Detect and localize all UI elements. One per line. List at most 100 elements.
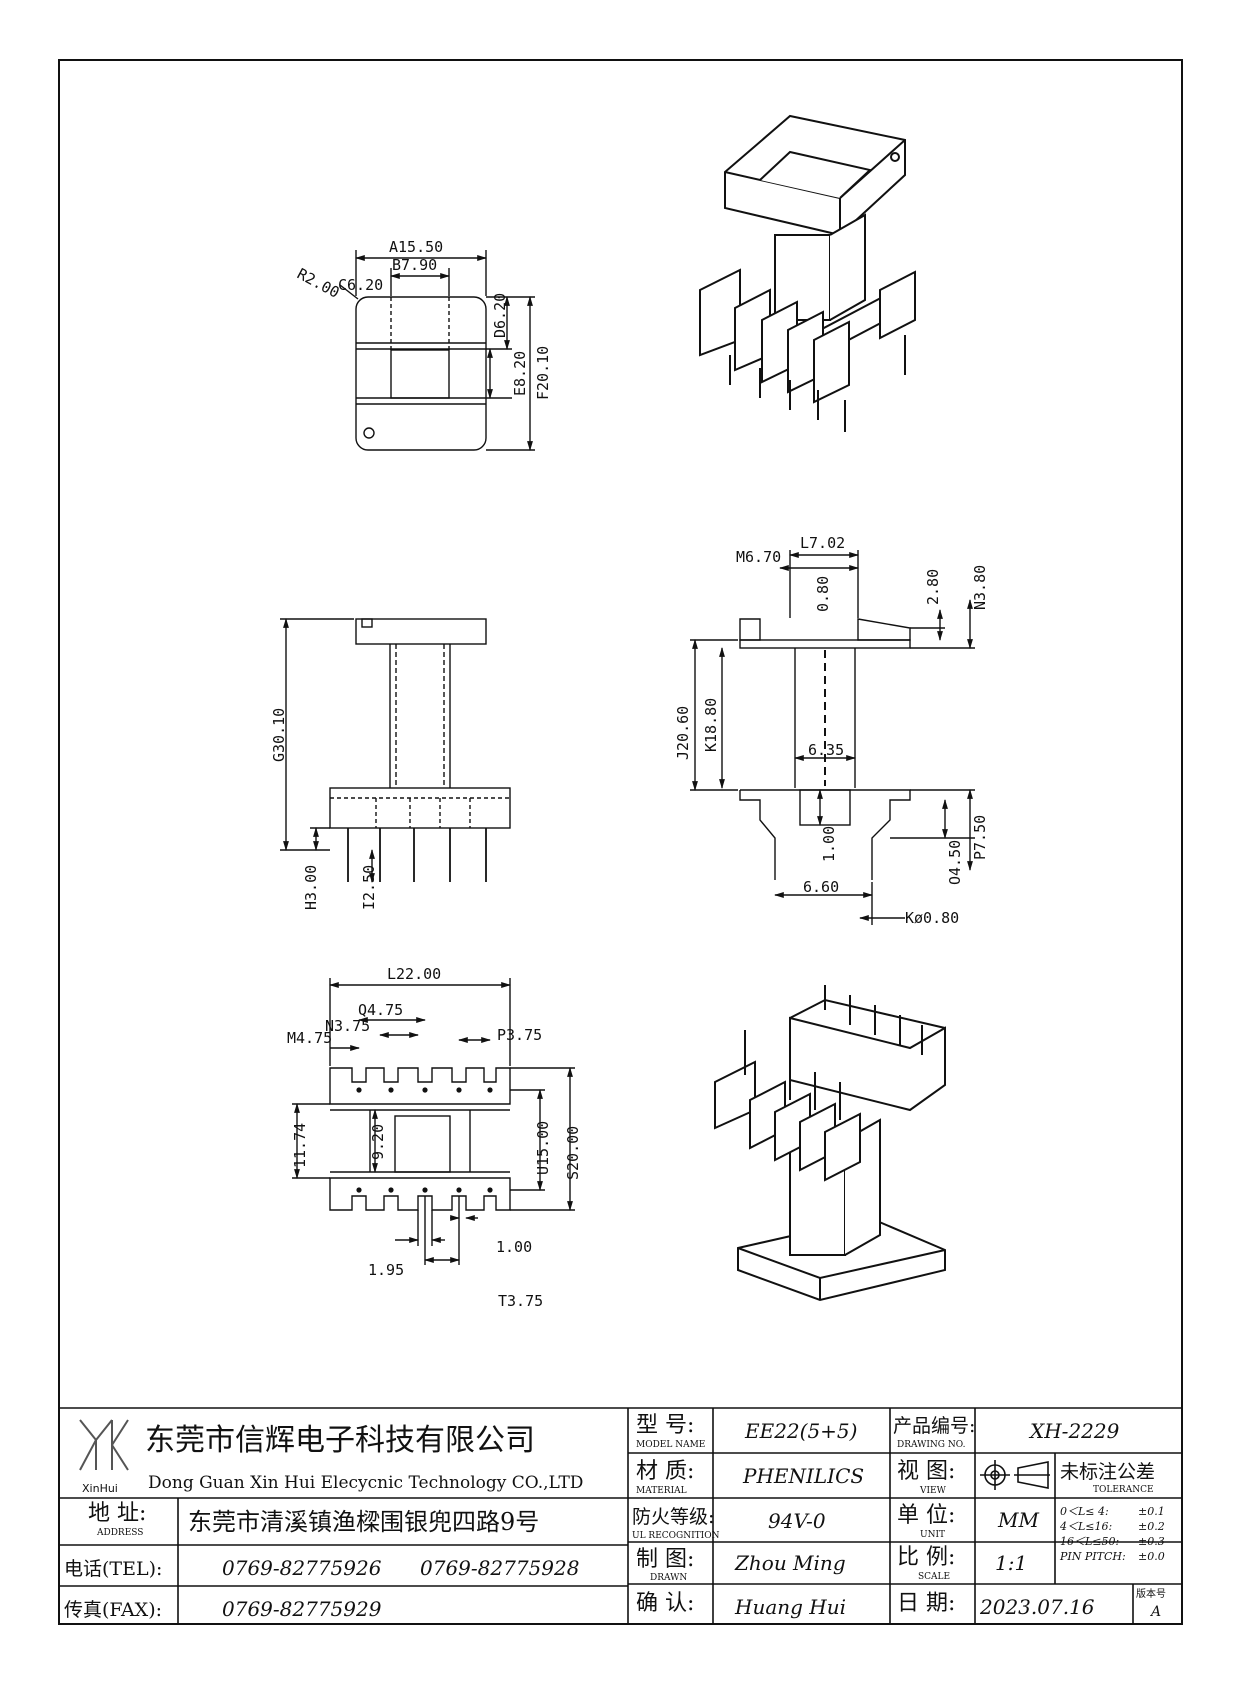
material-label: 材 质: (636, 1459, 694, 1484)
dim-i: I2.50 (360, 865, 378, 910)
confirm-value: Huang Hui (734, 1595, 846, 1619)
dim-o: O4.50 (946, 840, 964, 885)
rev-value: A (1149, 1604, 1161, 1620)
tol-val-1: ±0.1 (1138, 1505, 1165, 1518)
tol-val-2: ±0.2 (1138, 1520, 1165, 1533)
dim-100: 1.00 (820, 826, 838, 862)
drawing-no-value: XH-2229 (1028, 1419, 1120, 1443)
drawn-label: 制 图: (636, 1547, 694, 1572)
scale-label: 比 例: (897, 1545, 955, 1570)
tolerance-label-en: TOLERANCE (1093, 1485, 1154, 1495)
dim-j: J20.60 (674, 706, 692, 760)
dim-280: 2.80 (924, 569, 942, 605)
projection-symbol-icon (980, 1460, 1050, 1490)
side-view (690, 550, 975, 925)
address-label-en: ADDRESS (96, 1528, 143, 1538)
drawing-no-label: 产品编号: (893, 1415, 975, 1437)
bottom-view-labels: L22.00 Q4.75 N3.75 M4.75 P3.75 11.74 9.2… (287, 965, 582, 1310)
tol-range-2: 4＜L≤16: (1059, 1520, 1112, 1533)
dim-b: B7.90 (392, 256, 437, 274)
tol-val-4: ±0.0 (1138, 1550, 1165, 1563)
tol-range-1: 0＜L≤ 4: (1060, 1505, 1109, 1518)
dim-n375: N3.75 (325, 1017, 370, 1035)
address-value: 东莞市清溪镇渔樑围银兜四路9号 (188, 1508, 539, 1536)
dim-f: F20.10 (534, 346, 552, 400)
unit-label-en: UNIT (920, 1530, 945, 1540)
company-name-en: Dong Guan Xin Hui Elecycnic Technology C… (148, 1473, 583, 1493)
ul-value: 94V-0 (768, 1509, 826, 1533)
tol-range-4: PIN PITCH: (1059, 1550, 1126, 1563)
company-name-cn: 东莞市信辉电子科技有限公司 (145, 1423, 535, 1458)
model-label: 型 号: (636, 1413, 694, 1438)
dim-s: S20.00 (564, 1126, 582, 1180)
rev-label: 版本号 (1136, 1587, 1166, 1600)
svg-text:XinHui: XinHui (82, 1482, 118, 1495)
tol-range-3: 16＜L≤50: (1060, 1535, 1119, 1548)
dim-195: 1.95 (368, 1261, 404, 1279)
ul-label-en: UL RECOGNITION (632, 1531, 720, 1541)
iso-view-lower (714, 985, 946, 1302)
fax-value: 0769-82775929 (222, 1597, 382, 1621)
dim-r: R2.00 (294, 265, 342, 302)
tel-label: 电话(TEL): (64, 1558, 162, 1580)
dim-920: 9.20 (369, 1124, 387, 1160)
dim-d: D6.20 (491, 293, 509, 338)
company-logo: XinHui (79, 1419, 129, 1495)
drawn-value: Zhou Ming (734, 1551, 846, 1575)
front-view (280, 618, 511, 883)
dim-t: T3.75 (498, 1292, 543, 1310)
iso-view-upper (699, 114, 916, 432)
ul-label: 防火等级: (632, 1506, 714, 1528)
tolerance-label: 未标注公差 (1060, 1461, 1155, 1483)
dim-p375: P3.75 (497, 1026, 542, 1044)
scale-value: 1:1 (995, 1551, 1027, 1575)
dim-660: 6.60 (803, 878, 839, 896)
tel-1: 0769-82775926 (222, 1556, 382, 1580)
dim-080: 0.80 (814, 576, 832, 612)
drawn-label-en: DRAWN (650, 1573, 687, 1583)
dim-g: G30.10 (270, 708, 288, 762)
dim-c: C6.20 (338, 276, 383, 294)
view-label-en: VIEW (919, 1486, 947, 1496)
sheet-border (58, 59, 1183, 1625)
tel-2: 0769-82775928 (420, 1556, 579, 1580)
dim-a: A15.50 (389, 238, 443, 256)
material-value: PHENILICS (742, 1464, 864, 1488)
dim-e: E8.20 (511, 351, 529, 396)
title-block-text: 东莞市信辉电子科技有限公司 Dong Guan Xin Hui Elecycni… (64, 1413, 1166, 1621)
scale-label-en: SCALE (918, 1572, 950, 1582)
address-label: 地 址: (88, 1501, 146, 1526)
view-label: 视 图: (897, 1459, 955, 1484)
unit-value: MM (997, 1508, 1039, 1532)
dim-635: 6.35 (808, 741, 844, 759)
dim-100b: 1.00 (496, 1238, 532, 1256)
title-block (59, 1407, 1182, 1624)
unit-label: 单 位: (897, 1503, 955, 1528)
top-view (339, 250, 535, 451)
bottom-view (292, 978, 575, 1265)
dim-m: M6.70 (736, 548, 781, 566)
dim-p: P7.50 (971, 815, 989, 860)
side-view-labels: L7.02 M6.70 0.80 2.80 N3.80 J20.60 K18.8… (674, 534, 989, 927)
dim-l22: L22.00 (387, 965, 441, 983)
material-label-en: MATERIAL (636, 1486, 687, 1496)
dim-n: N3.80 (971, 565, 989, 610)
date-value: 2023.07.16 (979, 1595, 1095, 1619)
model-label-en: MODEL NAME (636, 1440, 705, 1450)
date-label: 日 期: (897, 1591, 955, 1616)
dim-1174: 11.74 (291, 1123, 309, 1168)
confirm-label: 确 认: (636, 1591, 694, 1616)
dim-h: H3.00 (302, 865, 320, 910)
top-view-labels: A15.50 B7.90 C6.20 R2.00 D6.20 E8.20 F20… (294, 238, 552, 400)
model-value: EE22(5+5) (744, 1419, 857, 1443)
dim-l: L7.02 (800, 534, 845, 552)
tol-val-3: ±0.3 (1138, 1535, 1165, 1548)
dim-q: Q4.75 (358, 1001, 403, 1019)
dim-kphi: Kø0.80 (905, 909, 959, 927)
fax-label: 传真(FAX): (64, 1599, 162, 1621)
drawing-no-label-en: DRAWING NO. (897, 1440, 966, 1450)
front-view-labels: G30.10 H3.00 I2.50 (270, 708, 378, 910)
dim-u: U15.00 (534, 1121, 552, 1175)
dim-m475: M4.75 (287, 1029, 332, 1047)
